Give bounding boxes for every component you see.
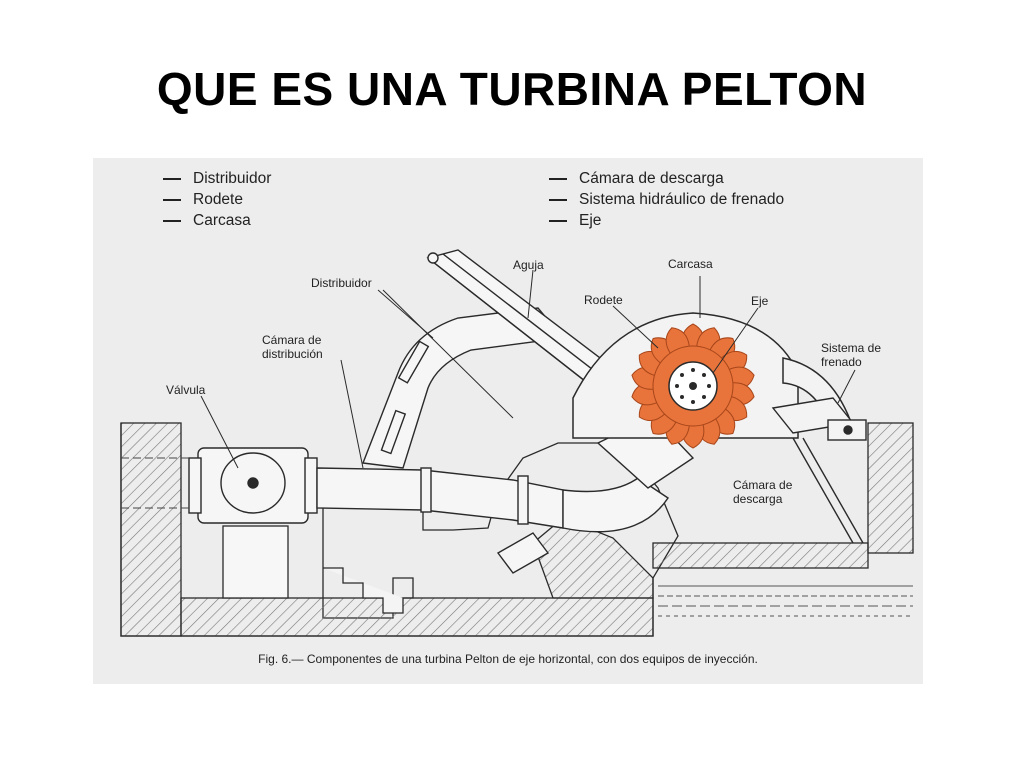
- callout-camara-distribucion: Cámara de distribución: [262, 333, 323, 361]
- discharge-walls: [792, 437, 864, 544]
- callout-line: Cámara de: [733, 478, 793, 492]
- brake-arm: [771, 397, 867, 441]
- legend-item-eje: Eje: [549, 210, 784, 231]
- callout-line: distribución: [262, 347, 323, 361]
- dash-mark: [163, 198, 181, 201]
- callout-sistema-frenado: Sistema de frenado: [821, 341, 881, 369]
- callout-rodete: Rodete: [584, 293, 623, 307]
- slide-title: QUE ES UNA TURBINA PELTON: [156, 63, 868, 115]
- tailwater: [658, 585, 913, 617]
- legend-item-carcasa: Carcasa: [163, 210, 271, 231]
- callout-camara-descarga: Cámara de descarga: [733, 478, 792, 506]
- upper-pipe: [362, 307, 565, 469]
- dash-mark: [549, 198, 567, 201]
- callout-eje: Eje: [751, 294, 769, 308]
- legend-label: Sistema hidráulico de frenado: [579, 191, 785, 208]
- callout-line: Sistema de: [821, 341, 882, 355]
- callout-line: frenado: [821, 355, 862, 369]
- needle-arm: [426, 249, 635, 404]
- figure-caption: Fig. 6.— Componentes de una turbina Pelt…: [258, 652, 758, 666]
- legend-left: Distribuidor Rodete Carcasa: [163, 168, 271, 231]
- callout-aguja: Aguja: [513, 258, 544, 272]
- legend-item-distribuidor: Distribuidor: [163, 168, 271, 189]
- leader-lines: [200, 269, 856, 469]
- dash-mark: [549, 219, 567, 222]
- callout-line: descarga: [733, 492, 783, 506]
- legend-item-rodete: Rodete: [163, 189, 271, 210]
- callout-carcasa: Carcasa: [668, 257, 713, 271]
- dash-mark: [549, 177, 567, 180]
- turbine-diagram: [120, 249, 914, 637]
- legend-label: Rodete: [193, 191, 243, 208]
- legend-item-camara-descarga: Cámara de descarga: [549, 168, 784, 189]
- valve-pedestal: [222, 525, 289, 599]
- legend-label: Eje: [579, 212, 602, 229]
- valve: [188, 447, 318, 524]
- legend-label: Carcasa: [193, 212, 251, 229]
- level-lines: [121, 457, 193, 509]
- dash-mark: [163, 177, 181, 180]
- legend-label: Cámara de descarga: [579, 170, 724, 187]
- inlet-pipe: [316, 467, 564, 529]
- dash-mark: [163, 219, 181, 222]
- legend-item-sistema-frenado: Sistema hidráulico de frenado: [549, 189, 784, 210]
- stairs: [323, 567, 404, 614]
- callout-distribuidor: Distribuidor: [311, 276, 372, 290]
- callout-line: Cámara de: [262, 333, 322, 347]
- legend-label: Distribuidor: [193, 170, 272, 187]
- callout-valvula: Válvula: [166, 383, 206, 397]
- turbine-figure: Distribuidor Rodete Carcasa Cámara de de…: [93, 158, 923, 684]
- runner: [631, 323, 755, 449]
- legend-right: Cámara de descarga Sistema hidráulico de…: [549, 168, 784, 231]
